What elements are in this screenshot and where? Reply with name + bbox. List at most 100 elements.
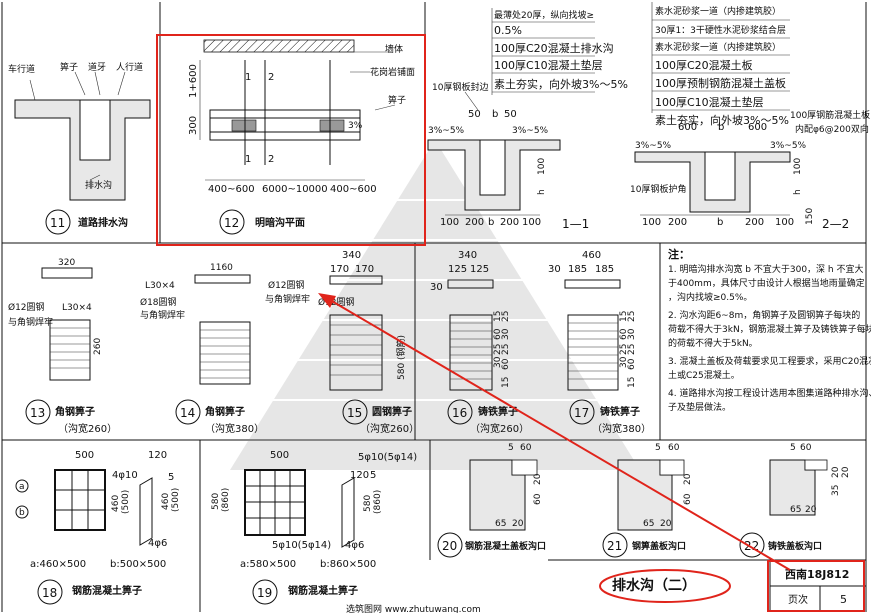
d16-dim-v-2: 60: [493, 328, 503, 340]
s11-dim-v-2: h: [537, 189, 547, 195]
detail-18-rc-grate: 500 4φ10 120 5 460 (500) 460 (500) 4φ6 a…: [15, 450, 181, 605]
d11-label-carriageway: 车行道: [8, 63, 35, 75]
d19-size-b: b:860×500: [320, 559, 376, 570]
d14-grate: [199, 321, 251, 385]
detail-16-cast-iron-grate: 340 125 125 30 15 60 25 30 25 30 25 60 1…: [430, 250, 529, 435]
d22-dim-1: 5: [790, 443, 796, 453]
red-annotations: [156, 34, 865, 612]
d21-dim-5: 65: [643, 519, 654, 529]
notes-line-3: ，沟内找坡≥0.5%。: [668, 291, 752, 303]
top-spec-1: 最薄处20厚，纵向找坡≥: [494, 9, 594, 21]
d16-dim-v-6: 30: [501, 328, 511, 340]
d19-number: 19: [257, 586, 272, 600]
d17-dim-v-8: 60: [627, 358, 637, 370]
d21-dim-4: 60: [683, 493, 693, 505]
d15-number: 15: [347, 406, 362, 420]
d15-label-2: 580 (钢筋): [395, 335, 407, 380]
atlas-label: 西南18J812: [785, 567, 849, 581]
right-spec-2: 30厚1：3干硬性水泥砂浆结合层: [655, 24, 786, 36]
d18-title: 钢筋混凝土箅子: [72, 584, 142, 597]
d19-dim-7: 580: [363, 495, 373, 512]
d12-mark-2b: 2: [268, 154, 274, 165]
right-spec-4: 100厚C20混凝土板: [655, 58, 753, 72]
d18-dim-9: 4φ6: [148, 538, 167, 549]
d13-label-2: 与角钢焊牢: [8, 316, 53, 328]
d18-dim-6: (500): [171, 488, 181, 512]
s11-dim-1: 50: [468, 109, 481, 120]
s22-dim-top-3: 600: [748, 122, 767, 133]
section-1-1: 10厚钢板封边 50 b 50 3%~5% 3%~5% 100 h 100 20…: [427, 81, 589, 231]
d18-dim-8: (500): [121, 490, 131, 514]
d21-number: 21: [607, 539, 622, 553]
d16-dim-v-5: 25: [501, 311, 511, 322]
right-spec-1: 素水泥砂浆一道（内掺建筑胶）: [655, 5, 781, 17]
d13-number: 13: [30, 406, 45, 420]
d11-title: 道路排水沟: [78, 216, 128, 229]
d15-sub: （沟宽260）: [360, 422, 419, 435]
d16-dim-v-8: 60: [501, 358, 511, 370]
d13-number-circle: [25, 399, 51, 425]
s11-dim-b-5: 100: [522, 217, 541, 228]
d14-label-3: 与角钢焊牢: [140, 309, 185, 321]
d18-circle-a-label: a: [19, 482, 25, 492]
d16-dim-2: 125: [448, 264, 467, 275]
d18-circle-b-label: b: [19, 508, 25, 518]
notes-line-2: 于400mm，具体尺寸由设计人根据当地雨量确定: [668, 277, 865, 289]
d17-dim-v-4: 30: [619, 356, 629, 368]
d18-section: [139, 477, 153, 546]
d12-title: 明暗沟平面: [255, 216, 305, 229]
d12-slope: 3%: [348, 121, 363, 131]
d16-dim-3: 125: [470, 264, 489, 275]
notes-line-1: 1. 明暗沟排水沟宽 b 不宜大于300，深 h 不宜大: [668, 263, 864, 275]
d16-dim-v-1: 15: [493, 311, 503, 322]
right-spec-5: 100厚预制钢筋混凝土盖板: [655, 76, 786, 90]
red-arrow: [329, 299, 791, 571]
title-block: 排水沟（二） 西南18J812 页次 5: [612, 560, 866, 612]
d12-dim-bottom-1: 400~600: [208, 184, 255, 195]
d18-dim-2: 4φ10: [112, 470, 138, 481]
watermark-pyramid: [230, 140, 640, 470]
detail-20-rc-cover-edge: 5 60 20 60 65 20 20 钢筋混凝土盖板沟口: [437, 443, 546, 558]
d20-number: 20: [442, 539, 457, 553]
page-number: 5: [840, 593, 847, 606]
s22-dim-v-3: 150: [805, 208, 815, 225]
d18-circle-b: [15, 505, 29, 519]
d11-label-grate: 箅子: [60, 61, 78, 73]
d19-dim-2: 5φ10(5φ14): [358, 452, 417, 463]
d22-number-circle: [739, 532, 765, 558]
d18-dim-5: 460: [161, 493, 171, 510]
detail-14-angle-grate: L30×4 Ø18圆钢 与角钢焊牢 Ø12圆钢 与角钢焊牢 1160 14 角钢…: [140, 263, 310, 435]
s22-dim-b-2: 200: [668, 217, 687, 228]
d17-dim-4: 30: [548, 264, 561, 275]
d18-number-circle: [37, 579, 63, 605]
d14-sub: （沟宽380）: [205, 422, 264, 435]
d12-label-wall: 墙体: [385, 43, 403, 55]
s22-dim-b-5: 100: [775, 217, 794, 228]
bottom-watermark: 选筑图网 www.zhutuwang.com: [346, 603, 481, 613]
d17-dim-v-2: 60: [619, 328, 629, 340]
d15-title: 圆钢箅子: [372, 405, 412, 418]
highlight-box-detail-12: [156, 34, 426, 246]
d17-dim-v-1: 15: [619, 311, 629, 322]
notes-title: 注：: [668, 247, 690, 261]
s11-dim-b-4: 200: [500, 217, 519, 228]
d13-dim-1: 320: [58, 258, 75, 268]
d20-dim-5: 65: [495, 519, 506, 529]
d11-label-sidewalk: 人行道: [116, 61, 143, 73]
d12-dim-bottom-2: 6000~10000: [262, 184, 328, 195]
d21-dim-1: 5: [655, 443, 661, 453]
d18-size-a: a:460×500: [30, 559, 86, 570]
notes-line-7: 3. 混凝土盖板及荷载要求见工程要求，采用C20混凝: [668, 355, 871, 367]
d12-mark-1a: 1: [245, 72, 251, 83]
s11-slope-left: 3%~5%: [428, 126, 465, 136]
detail-17-cast-iron-grate: 460 185 185 30 15 60 25 30 25 30 25 60 1…: [548, 250, 651, 435]
detail-22-cast-iron-cover-edge: 5 60 20 35 20 65 20 22 铸铁盖板沟口: [739, 443, 851, 558]
s22-dim-b-3: b: [717, 217, 723, 228]
d18-dim-3: 120: [148, 450, 167, 461]
s22-dim-v-1: 100: [793, 158, 803, 175]
d14-number-circle: [175, 399, 201, 425]
notes-line-9: 4. 道路排水沟按工程设计选用本图集道路种排水沟、箅: [668, 387, 871, 399]
top-spec-5: 素土夯实，向外坡3%～5%: [494, 77, 628, 91]
notes-line-5: 荷载不得大于3kN，钢筋混凝土箅子及铸铁箅子每块: [668, 323, 871, 335]
detail-13-angle-grate: Ø12圆钢 与角钢焊牢 L30×4 320 260 13 角钢箅子 （沟宽260…: [8, 258, 117, 435]
